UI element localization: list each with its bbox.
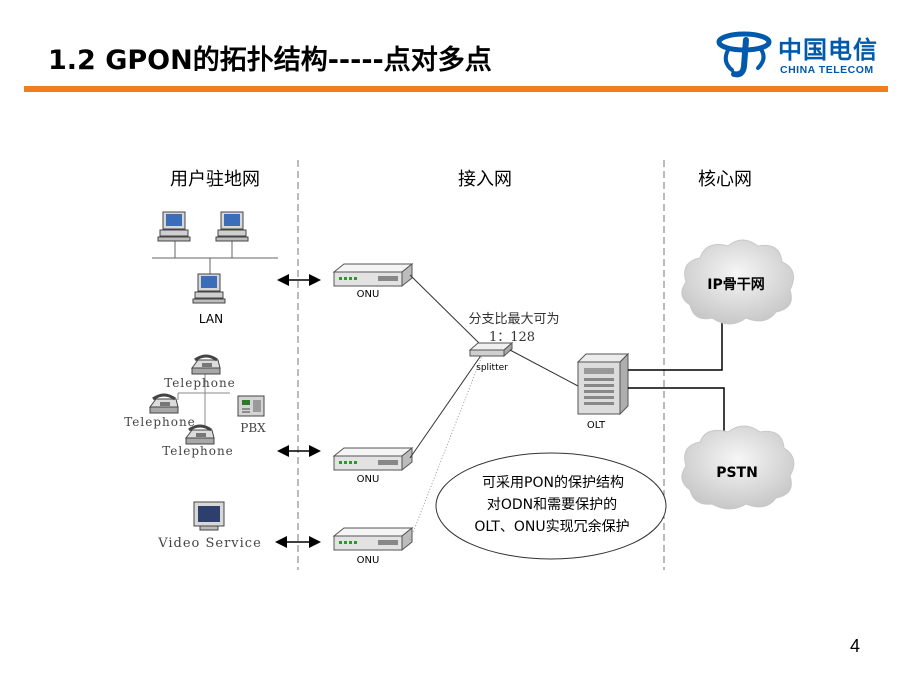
lan-network: LAN	[152, 211, 278, 326]
onu-2-icon	[333, 447, 413, 471]
olt-pstn-link	[628, 387, 725, 435]
protection-note-line-3: OLT、ONU实现冗余保护	[474, 518, 629, 535]
logo-english-name: CHINA TELECOM	[780, 64, 874, 76]
lan-pc-3-icon	[192, 273, 226, 304]
lan-label: LAN	[199, 312, 223, 326]
protection-note-line-1: 可采用PON的保护结构	[482, 475, 624, 491]
olt-ip-backbone-link	[628, 320, 723, 371]
pstn-cloud	[681, 425, 795, 510]
onu-2-label: ONU	[357, 474, 380, 485]
slide-title: 1.2 GPON的拓扑结构-----点对多点	[48, 45, 492, 76]
protection-note-line-2: 对ODN和需要保护的	[487, 497, 617, 513]
china-telecom-logo: 中国电信 CHINA TELECOM	[716, 26, 896, 82]
lan-pc-2-icon	[215, 211, 249, 242]
telephone-3-icon	[184, 424, 216, 446]
onu-3-label: ONU	[357, 555, 380, 566]
video-service: Video Service	[157, 501, 262, 551]
video-service-label: Video Service	[157, 536, 262, 551]
ip-backbone-cloud	[681, 239, 795, 325]
protection-note-bubble	[435, 452, 667, 560]
page-number: 4	[850, 636, 861, 656]
title-underline	[24, 86, 888, 92]
onu-1-label: ONU	[357, 289, 380, 300]
zone-label-access-network: 接入网	[458, 169, 512, 190]
telephone-3-label: Telephone	[162, 444, 234, 458]
china-telecom-logo-icon	[716, 31, 772, 78]
telephone-2-icon	[148, 393, 180, 415]
pstn-label: PSTN	[716, 465, 758, 481]
zone-label-core-network: 核心网	[698, 169, 752, 190]
lan-pc-1-icon	[157, 211, 191, 242]
splitter-label: splitter	[476, 363, 508, 373]
splitter-icon	[468, 341, 514, 358]
logo-chinese-name: 中国电信	[778, 36, 878, 64]
onu-3-icon	[333, 527, 413, 551]
olt-label: OLT	[587, 420, 606, 431]
split-ratio-label: 分支比最大可为	[468, 312, 559, 327]
telephone-2-label: Telephone	[124, 415, 196, 429]
telephone-1-icon	[190, 354, 222, 376]
telephone-1-label: Telephone	[164, 376, 236, 390]
fiber-onu2-splitter	[409, 353, 483, 459]
split-ratio-value: 1：128	[489, 330, 535, 345]
olt-icon	[576, 352, 630, 416]
zone-label-user-premises: 用户驻地网	[170, 169, 260, 190]
onu-1-icon	[333, 263, 413, 287]
pbx-icon	[237, 395, 265, 417]
fiber-onu1-splitter	[409, 274, 483, 347]
pbx-label: PBX	[240, 421, 266, 435]
fiber-splitter-olt	[509, 349, 579, 387]
ip-backbone-label: IP骨干网	[707, 276, 764, 293]
telephony-group: Telephone Telephone Telephone PBX	[124, 354, 266, 458]
